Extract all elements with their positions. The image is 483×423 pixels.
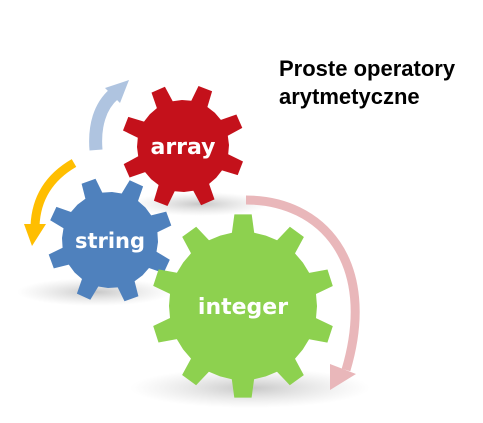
gear-integer: integer [153,214,333,398]
gear-label-string: string [75,229,145,253]
arrow-left [24,159,77,246]
title-line-1: Proste operatory [279,56,456,81]
gear-icon [48,178,172,302]
curved-arrow-icon [245,195,360,372]
title-line-2: arytmetyczne [279,84,420,109]
arrow-right [245,195,360,390]
arrow-head [330,364,356,390]
gear-string: string [48,178,172,302]
gear-label-integer: integer [198,295,288,320]
arrow-head [24,224,46,246]
gear-icon [153,214,333,398]
gear-label-array: array [150,135,215,160]
gear-array: array [123,86,243,206]
arrow-top [89,80,129,151]
curved-arrow-icon [89,89,119,151]
gear-icon [123,86,243,206]
page-title: Proste operatory arytmetyczne [279,55,479,111]
arrow-head [105,80,129,103]
curved-arrow-icon [30,159,77,227]
